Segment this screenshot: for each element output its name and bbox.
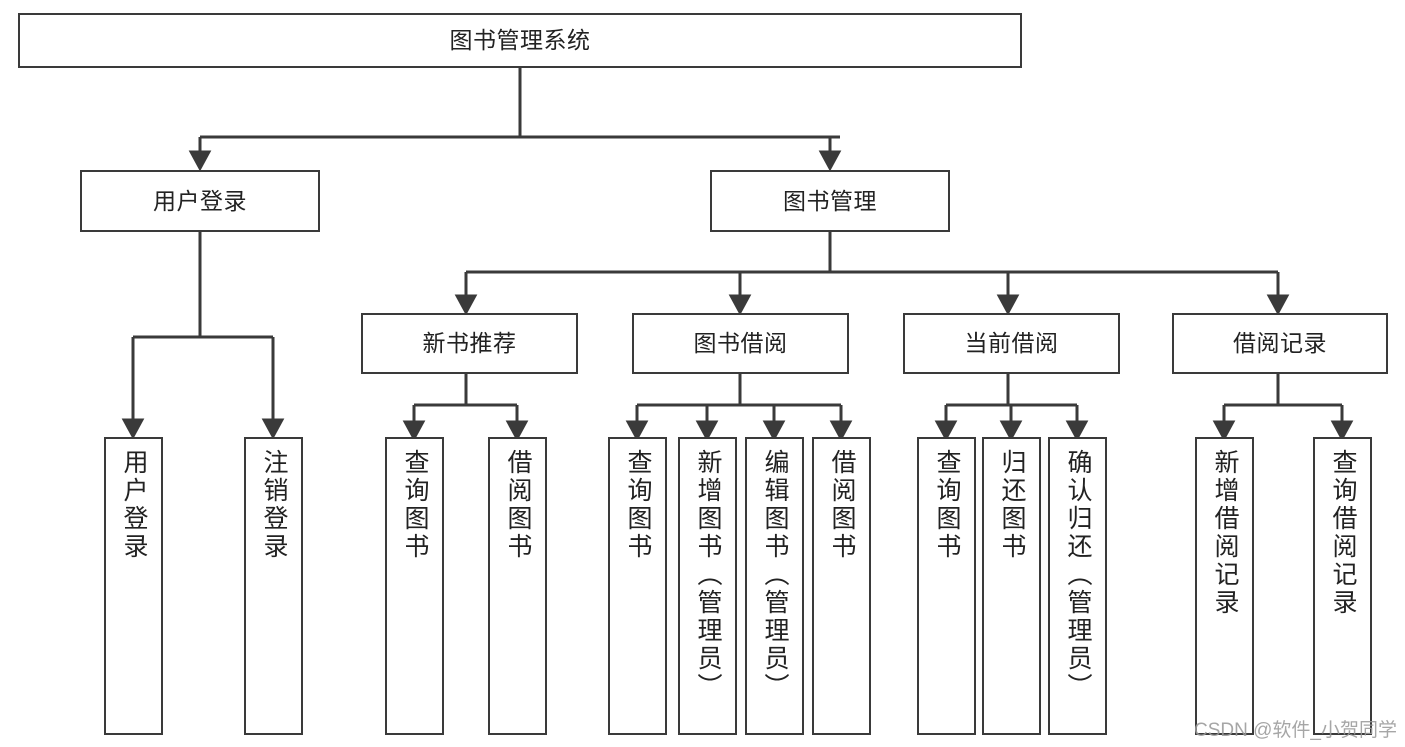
csdn-watermark: CSDN @软件_小贺同学 [1194,720,1397,741]
node-leaf-add-borrow-record[interactable]: 新增借阅记录 [1195,437,1254,735]
node-leaf-edit-book-admin[interactable]: 编辑图书（管理员） [745,437,804,735]
node-leaf-return-book[interactable]: 归还图书 [982,437,1041,735]
node-leaf-borrow-book-bb[interactable]: 借阅图书 [812,437,871,735]
node-leaf-add-book-admin-label: 新增图书（管理员） [694,449,722,701]
node-leaf-query-book-cb-label: 查询图书 [933,449,961,561]
node-leaf-user-login-label: 用户登录 [120,449,148,561]
node-leaf-user-login[interactable]: 用户登录 [104,437,163,735]
node-leaf-edit-book-admin-label: 编辑图书（管理员） [761,449,789,701]
node-book-management-label: 图书管理 [783,187,877,214]
node-book-management[interactable]: 图书管理 [710,170,950,232]
node-borrow-record[interactable]: 借阅记录 [1172,313,1388,374]
node-leaf-add-book-admin[interactable]: 新增图书（管理员） [678,437,737,735]
node-current-borrow[interactable]: 当前借阅 [903,313,1120,374]
node-current-borrow-label: 当前借阅 [964,330,1059,357]
node-leaf-borrow-book-bb-label: 借阅图书 [828,449,856,561]
node-leaf-return-book-label: 归还图书 [998,449,1026,561]
node-book-borrow-label: 图书借阅 [693,330,788,357]
node-user-login[interactable]: 用户登录 [80,170,320,232]
node-borrow-record-label: 借阅记录 [1233,330,1327,357]
node-leaf-query-book-nb[interactable]: 查询图书 [385,437,444,735]
node-leaf-query-book-nb-label: 查询图书 [401,449,429,561]
node-root-system-label: 图书管理系统 [449,27,591,54]
node-leaf-confirm-return-admin[interactable]: 确认归还（管理员） [1048,437,1107,735]
node-leaf-query-book-cb[interactable]: 查询图书 [917,437,976,735]
node-leaf-add-borrow-record-label: 新增借阅记录 [1211,449,1239,617]
node-new-book-recommend[interactable]: 新书推荐 [361,313,578,374]
node-leaf-borrow-book-nb[interactable]: 借阅图书 [488,437,547,735]
node-leaf-borrow-book-nb-label: 借阅图书 [504,449,532,561]
node-new-book-recommend-label: 新书推荐 [422,330,517,357]
node-user-login-label: 用户登录 [153,187,247,214]
node-leaf-query-book-bb[interactable]: 查询图书 [608,437,667,735]
node-leaf-query-borrow-record-label: 查询借阅记录 [1329,449,1357,617]
node-leaf-confirm-return-admin-label: 确认归还（管理员） [1064,449,1092,701]
node-leaf-logout-label: 注销登录 [260,449,288,561]
node-leaf-logout[interactable]: 注销登录 [244,437,303,735]
node-leaf-query-book-bb-label: 查询图书 [624,449,652,561]
node-root-system[interactable]: 图书管理系统 [18,13,1022,68]
node-leaf-query-borrow-record[interactable]: 查询借阅记录 [1313,437,1372,735]
node-book-borrow[interactable]: 图书借阅 [632,313,849,374]
